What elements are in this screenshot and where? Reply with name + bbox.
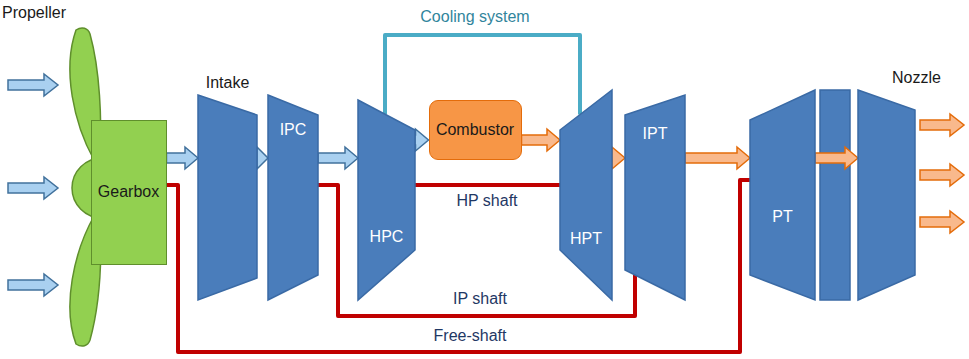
inlet-arrow [8, 74, 58, 96]
flow-arrow [685, 147, 750, 169]
node-label: Propeller [0, 4, 66, 22]
stage-outline [268, 95, 318, 300]
edge-label: Free-shaft [431, 327, 510, 345]
shaft-line [415, 183, 560, 187]
flow-arrow [685, 147, 750, 169]
flow-arrow [318, 147, 358, 169]
nozzle-stage: Nozzle [858, 90, 915, 300]
node-label: Intake [198, 74, 257, 92]
turbine-stage: IPT [625, 95, 685, 300]
gearbox-box: Gearbox [91, 120, 167, 265]
flow-arrow [522, 129, 561, 151]
flow-arrow [815, 147, 858, 169]
stage-outline [198, 95, 257, 300]
stage-outline [858, 90, 915, 300]
stage-outline [560, 90, 612, 300]
flow-arrow [257, 147, 268, 169]
shaft-line [415, 185, 560, 186]
intake-stage: Intake [198, 95, 257, 300]
exhaust-arrow [920, 164, 964, 186]
stage-outline [198, 95, 257, 300]
node-label: Combustor [436, 121, 514, 139]
flow-arrow [167, 147, 199, 169]
node-label: IPC [268, 121, 318, 139]
node-label: Gearbox [98, 183, 159, 201]
stage-outline [750, 90, 815, 300]
flow-arrow [815, 147, 858, 169]
flow-arrow [612, 147, 625, 169]
node-label: HPC [358, 228, 415, 246]
turbine-stage: HPT [560, 90, 612, 300]
compressor-stage: IPC [268, 95, 318, 300]
combustor-box: Combustor [429, 100, 522, 160]
inlet-arrow [8, 274, 58, 296]
stage-outline [625, 95, 685, 300]
flow-arrow [415, 129, 429, 151]
edge-label: IP shaft [450, 290, 510, 308]
node-label: PT [750, 208, 815, 226]
node-label: IPT [625, 125, 685, 143]
exhaust-arrow [920, 211, 964, 233]
exhaust-arrow [920, 114, 964, 136]
flow-arrow [167, 147, 199, 169]
edge-label: HP shaft [453, 192, 520, 210]
stage-outline [358, 100, 415, 300]
node-label: HPT [560, 230, 612, 248]
flow-arrow [415, 129, 429, 151]
flow-arrow [612, 147, 625, 169]
inlet-arrow [8, 177, 58, 199]
node-label: Nozzle [888, 69, 945, 87]
stage-outline [358, 100, 415, 300]
flow-arrow [522, 129, 561, 151]
stage-outline [858, 90, 915, 300]
stage-outline [560, 90, 612, 300]
compressor-stage: HPC [358, 100, 415, 300]
turbine-stage: PT [750, 90, 815, 300]
turbine-stage [820, 90, 850, 300]
flow-arrow [257, 147, 268, 169]
flow-arrow [318, 147, 358, 169]
edge-label: Cooling system [417, 8, 532, 26]
stage-outline [750, 90, 815, 300]
